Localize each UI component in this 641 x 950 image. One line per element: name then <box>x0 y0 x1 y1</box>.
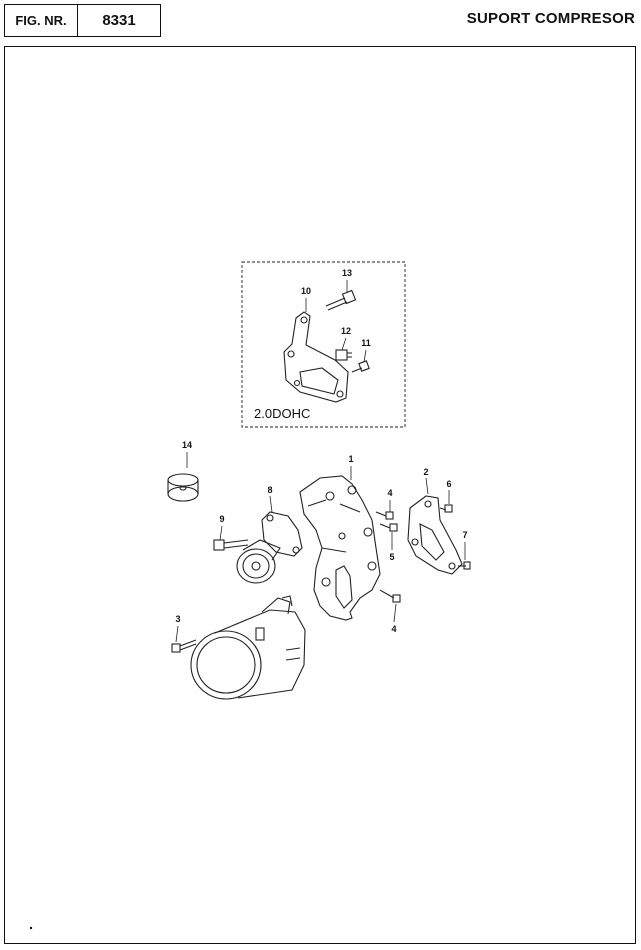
callout-10: 10 <box>301 286 311 296</box>
bracket-part-2 <box>407 495 463 575</box>
callout-4-lower: 4 <box>391 624 396 634</box>
callout-6: 6 <box>446 479 451 489</box>
bolt-part-4-lower <box>379 589 401 603</box>
pulley-part-14 <box>167 473 199 502</box>
bolt-part-9 <box>213 539 249 551</box>
figure-number: 8331 <box>102 12 136 29</box>
diagram-frame <box>4 46 636 944</box>
figure-number-box: FIG. NR. 8331 <box>4 4 161 37</box>
bolt-part-7 <box>458 561 471 570</box>
inset-bracket-part-10 <box>283 311 349 403</box>
callout-13: 13 <box>342 268 352 278</box>
inset-bolt-part-13 <box>325 289 357 311</box>
compressor <box>190 595 306 700</box>
page-title: SUPORT COMPRESOR <box>466 10 635 27</box>
figure-label: FIG. NR. <box>5 5 78 36</box>
bolt-part-5 <box>379 523 398 532</box>
callout-1: 1 <box>348 454 353 464</box>
callout-4-upper: 4 <box>387 488 392 498</box>
callout-14: 14 <box>182 440 192 450</box>
callout-3: 3 <box>175 614 180 624</box>
main-bracket-part-1 <box>299 475 381 621</box>
callout-2: 2 <box>423 467 428 477</box>
callout-7: 7 <box>462 530 467 540</box>
inset-bolt-part-12 <box>335 349 352 361</box>
bolt-part-4-upper <box>375 511 394 520</box>
callout-11: 11 <box>361 338 371 348</box>
bolt-part-6 <box>439 504 453 513</box>
callout-8: 8 <box>267 485 272 495</box>
page-dot <box>29 926 33 930</box>
inset-box <box>241 261 406 428</box>
inset-bolt-part-11 <box>351 360 370 373</box>
callout-12: 12 <box>341 326 351 336</box>
bolt-part-3 <box>171 639 197 653</box>
tensioner-part-8 <box>236 511 303 584</box>
callout-5: 5 <box>389 552 394 562</box>
inset-variant-label: 2.0DOHC <box>254 406 310 421</box>
leader-lines <box>175 452 466 643</box>
callout-9: 9 <box>219 514 224 524</box>
